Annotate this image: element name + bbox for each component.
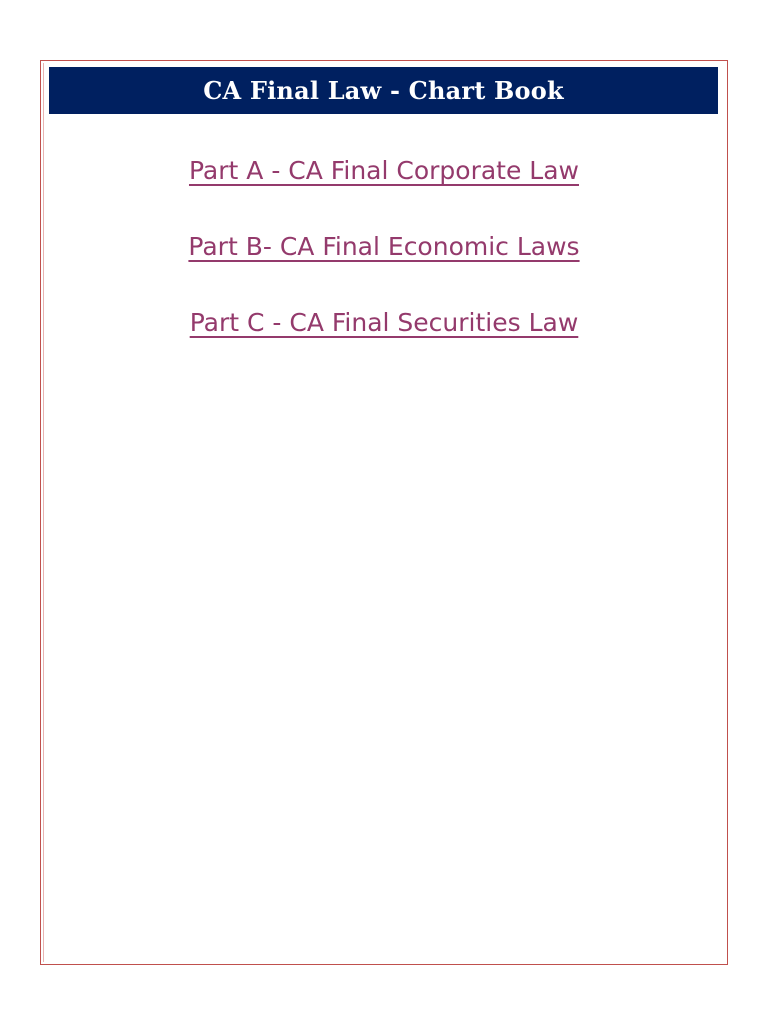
page-border-frame: CA Final Law - Chart Book Part A - CA Fi… — [40, 60, 728, 965]
document-title: CA Final Law - Chart Book — [203, 76, 564, 105]
toc-item-part-a: Part A - CA Final Corporate Law — [41, 153, 727, 229]
part-c-link[interactable]: Part C - CA Final Securities Law — [189, 308, 579, 337]
toc-item-part-c: Part C - CA Final Securities Law — [41, 305, 727, 381]
toc-item-part-b: Part B- CA Final Economic Laws — [41, 229, 727, 305]
table-of-contents: Part A - CA Final Corporate Law Part B- … — [41, 153, 727, 381]
part-a-link[interactable]: Part A - CA Final Corporate Law — [188, 156, 579, 185]
part-b-link[interactable]: Part B- CA Final Economic Laws — [188, 232, 580, 261]
title-banner: CA Final Law - Chart Book — [49, 67, 718, 114]
